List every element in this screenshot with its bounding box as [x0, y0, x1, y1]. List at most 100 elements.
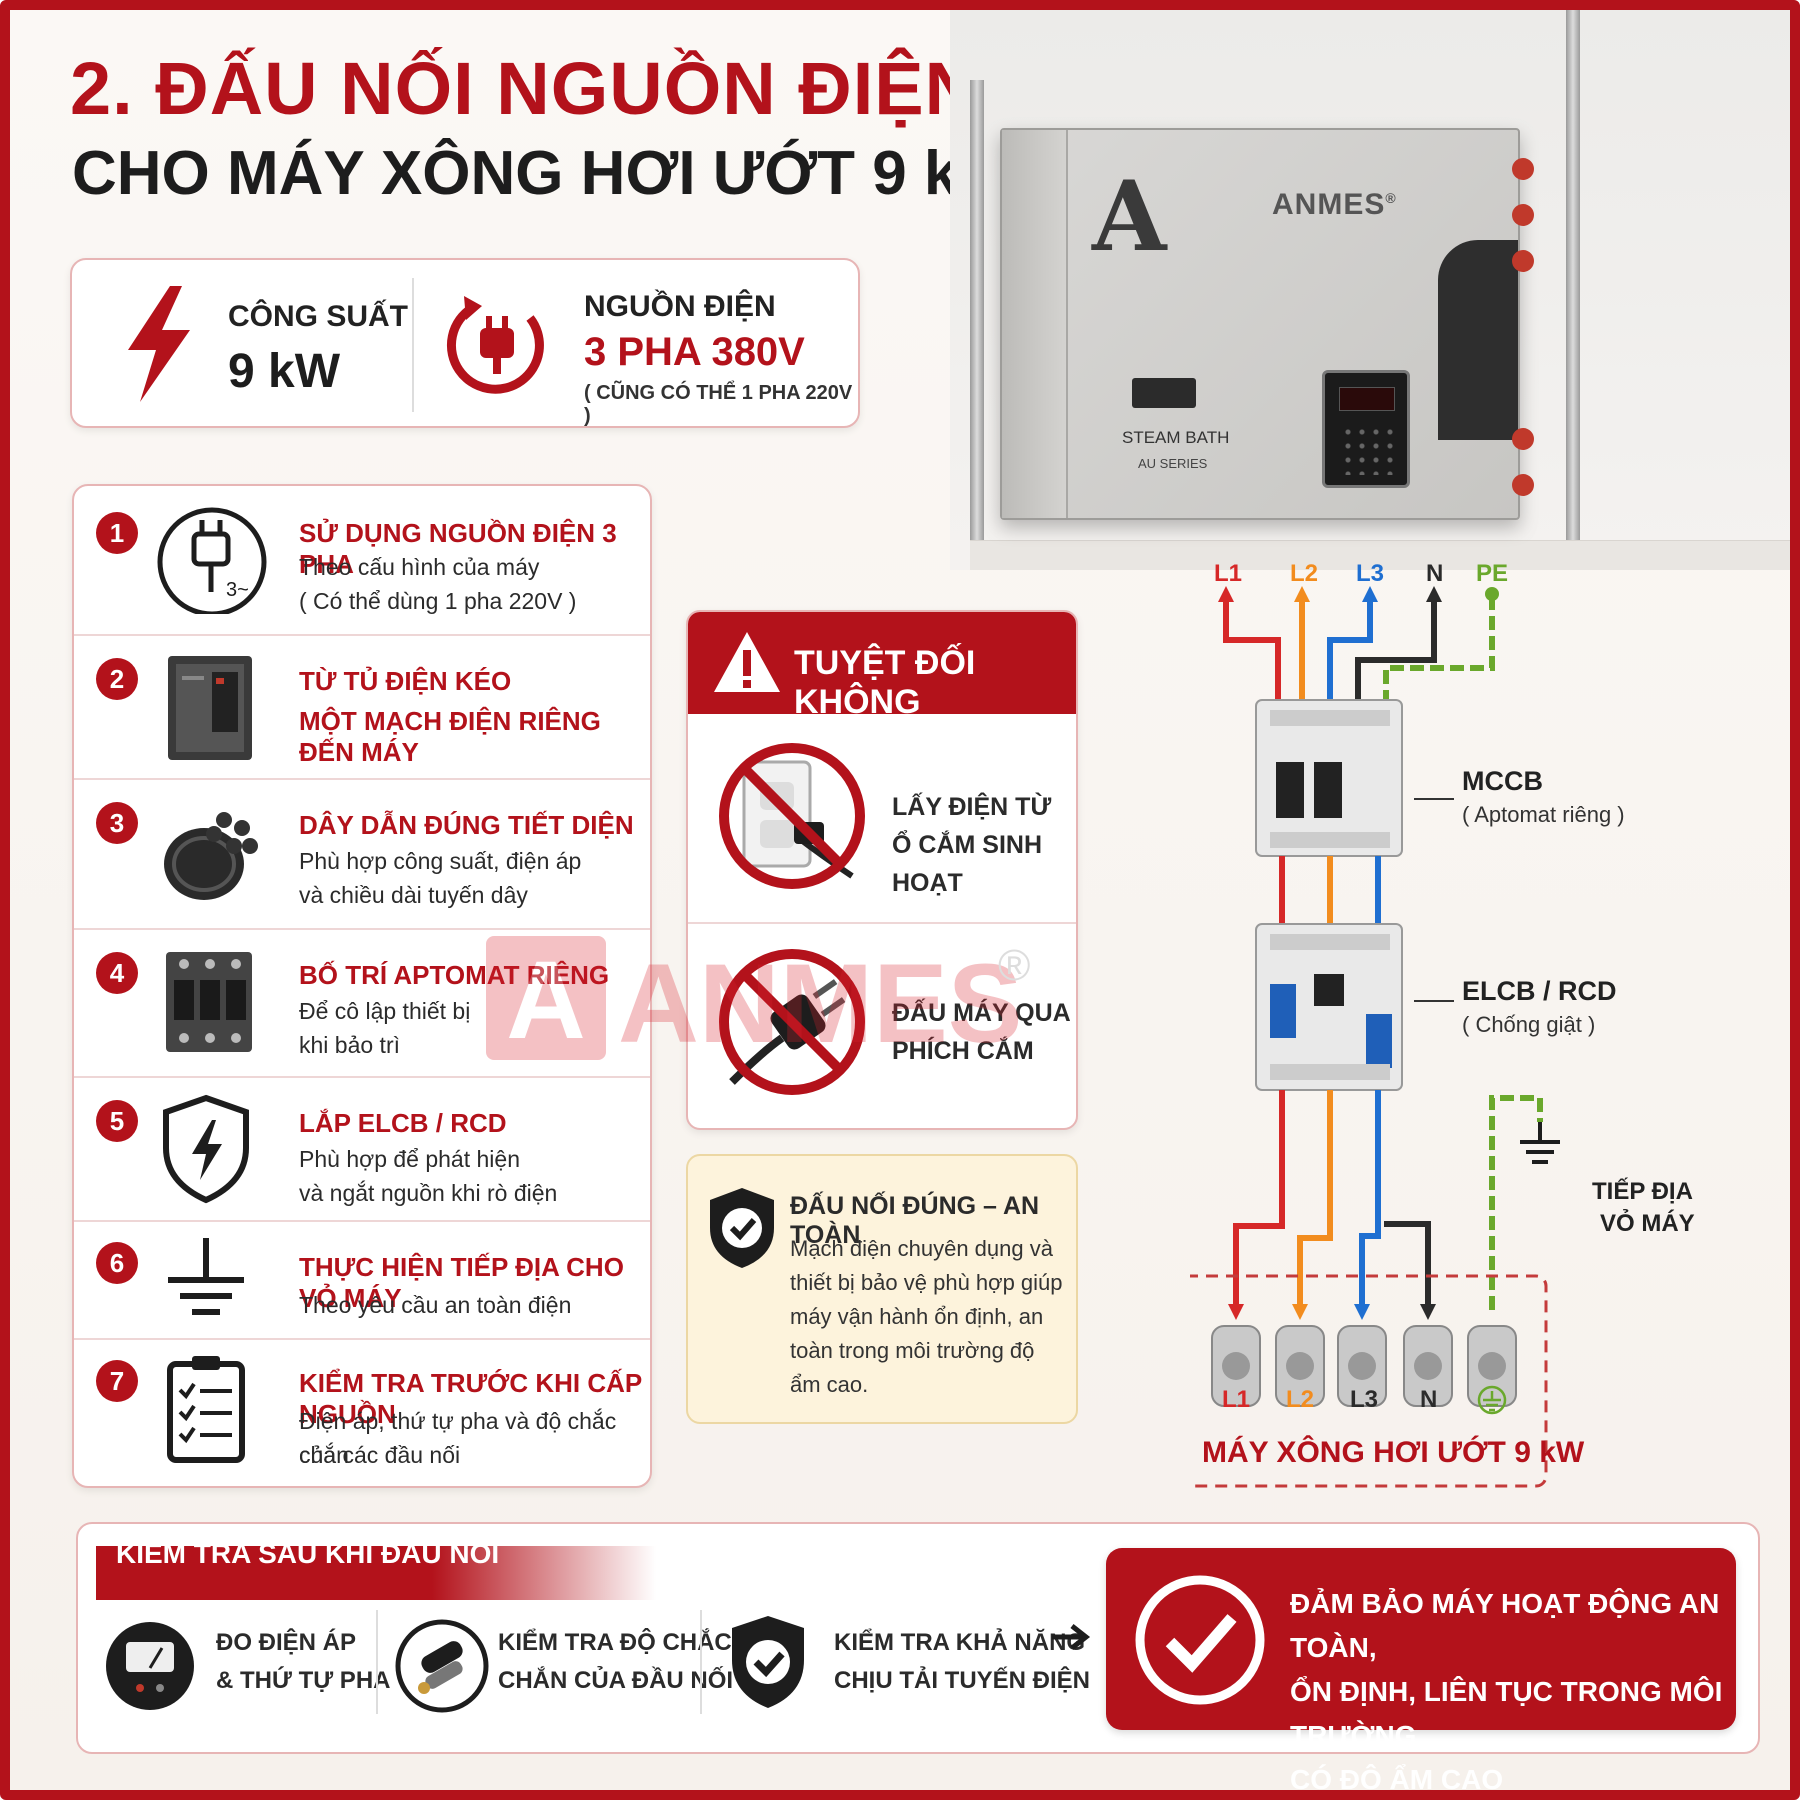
input-label-l2: L2 [1290, 560, 1319, 587]
power-plug-icon [446, 296, 544, 394]
watermark-letter: A [506, 939, 585, 1062]
check-1-line1: ĐO ĐIỆN ÁP [216, 1629, 357, 1656]
step-number: 5 [96, 1100, 138, 1142]
input-label-l3: L3 [1356, 560, 1385, 587]
ground-label-line1: TIẾP ĐỊA [1592, 1178, 1693, 1205]
page-subtitle: CHO MÁY XÔNG HƠI ƯỚT 9 kW [72, 139, 1017, 208]
warning-triangle-icon [714, 632, 780, 692]
control-buttons[interactable] [1341, 425, 1393, 475]
step-title: THỰC HIỆN TIẾP ĐỊA CHO VỎ MÁY [299, 1252, 624, 1313]
terminal-label-l2: L2 [1286, 1386, 1315, 1413]
final-assurance-box: ĐẢM BẢO MÁY HOẠT ĐỘNG AN TOÀN, ỔN ĐỊNH, … [1106, 1548, 1736, 1790]
page-title: 2. ĐẤU NỐI NGUỒN ĐIỆN [70, 47, 980, 130]
pipe-left [970, 80, 984, 540]
shield-bolt-icon [163, 1094, 249, 1204]
terminal-label-l3: L3 [1350, 1386, 1379, 1413]
anmes-watermark: A ANMES ® [486, 936, 1030, 1066]
ground-icon [168, 1238, 244, 1315]
steps-panel: 1 3~ SỬ DỤNG NGUỒN ĐIỆN 3 PHA Theo cấu h… [72, 484, 652, 1488]
step-4: 4 BỐ TRÍ APTOMAT RIÊNG Để cô lập thiết b… [74, 930, 650, 1078]
shield-check-icon [710, 1188, 774, 1268]
step-desc-2: và ngắt nguồn khi rò điện [299, 1180, 558, 1206]
wire-l3-in [1327, 596, 1373, 700]
cable-connector-icon [395, 1619, 489, 1713]
step-icon-text: 3~ [226, 579, 249, 601]
check-divider [700, 1610, 702, 1714]
mccb-title: MCCB [1462, 766, 1543, 796]
source-label: NGUỒN ĐIỆN [584, 290, 776, 323]
final-line-3: CÓ ĐỘ ẨM CAO [1290, 1764, 1504, 1795]
checklist-icon [167, 1356, 245, 1463]
machine-logo: A [1092, 160, 1167, 273]
control-panel[interactable] [1322, 370, 1410, 488]
meter-icon [106, 1622, 194, 1710]
steam-generator-illustration: A ANMES® STEAM BATH AU SERIES [950, 10, 1790, 570]
spec-box: CÔNG SUẤT 9 kW NGUỒN ĐIỆN 3 PHA 380V ( C… [70, 258, 860, 428]
check-2-line1: KIỂM TRA ĐỘ CHẮC [498, 1629, 732, 1656]
source-value: 3 PHA 380V [584, 330, 805, 374]
lightning-icon [128, 286, 190, 402]
terminal-label-l1: L1 [1222, 1386, 1251, 1413]
step-number: 2 [96, 658, 138, 700]
no-socket-icon [719, 743, 865, 889]
step-desc-1: Điện áp, thứ tự pha và độ chắc chắn [299, 1408, 617, 1468]
step-number: 6 [96, 1242, 138, 1284]
breaker-icon [166, 952, 252, 1052]
warning-title: TUYỆT ĐỐI KHÔNG [794, 644, 976, 721]
bottom-header: KIỂM TRA SAU KHI ĐẤU NỐI [116, 1538, 500, 1569]
step-title: TỪ TỦ ĐIỆN KÉO [299, 666, 512, 696]
machine-model-line1: STEAM BATH [1122, 428, 1230, 447]
step-title-line2: MỘT MẠCH ĐIỆN RIÊNG ĐẾN MÁY [299, 706, 601, 767]
terminal-label-n: N [1420, 1386, 1438, 1413]
step-desc-1: Phù hợp công suất, điện áp [299, 848, 582, 874]
step-title: LẮP ELCB / RCD [299, 1108, 507, 1138]
wire-n-in [1355, 596, 1437, 700]
electrical-cabinet-icon [168, 656, 252, 760]
source-note: ( CŨNG CÓ THỂ 1 PHA 220V ) [584, 382, 853, 427]
step-5: 5 LẮP ELCB / RCD Phù hợp để phát hiện và… [74, 1078, 650, 1222]
cable-icon [164, 812, 258, 900]
step-desc-2: ( Có thể dùng 1 pha 220V ) [299, 588, 577, 614]
earth-terminal-icon [1477, 1385, 1507, 1415]
machine-body: A ANMES® STEAM BATH AU SERIES [1000, 128, 1520, 520]
warning-item-1-line1: LẤY ĐIỆN TỪ [892, 793, 1052, 821]
input-label-l1: L1 [1214, 560, 1243, 587]
warning-divider [688, 922, 1076, 924]
step-title: DÂY DẪN ĐÚNG TIẾT DIỆN [299, 810, 634, 840]
step-1: 1 3~ SỬ DỤNG NGUỒN ĐIỆN 3 PHA Theo cấu h… [74, 486, 650, 636]
bottom-header-bar [96, 1546, 656, 1600]
mccb-pointer [1414, 798, 1454, 800]
machine-brand: ANMES® [1272, 188, 1397, 221]
control-display [1339, 387, 1395, 411]
pipe-right [1566, 10, 1580, 540]
check-1-line2: & THỨ TỰ PHA [216, 1667, 391, 1694]
step-title: KIỂM TRA TRƯỚC KHI CẤP NGUỒN [299, 1368, 642, 1429]
pipe-outlets [1512, 158, 1534, 180]
step-number: 7 [96, 1360, 138, 1402]
terminal-lugs [1211, 1325, 1517, 1407]
wiring-diagram [1190, 586, 1560, 1488]
spec-divider [412, 278, 414, 412]
elcb-pointer [1414, 1000, 1454, 1002]
safe-note-text: Mạch điện chuyên dụng và thiết bị bảo vệ… [790, 1236, 1063, 1397]
step-desc-2: khi bảo trì [299, 1032, 400, 1058]
check-3-line2: CHỊU TẢI TUYẾN ĐIỆN [834, 1667, 1091, 1694]
input-label-pe: PE [1476, 560, 1509, 587]
step-desc-1: Theo cấu hình của máy [299, 554, 540, 580]
final-line-1: ĐẢM BẢO MÁY HOẠT ĐỘNG AN TOÀN, [1290, 1588, 1720, 1663]
check-2-line2: CHẮN CỦA ĐẦU NỐI [498, 1667, 734, 1694]
warning-item-2-line1: ĐẤU MÁY QUA [892, 999, 1071, 1027]
step-title: BỐ TRÍ APTOMAT RIÊNG [299, 960, 610, 990]
watermark-text: ANMES [618, 941, 1022, 1066]
final-assurance-text: ĐẢM BẢO MÁY HOẠT ĐỘNG AN TOÀN, ỔN ĐỊNH, … [1290, 1582, 1736, 1795]
terminal-block-frame [1190, 1274, 1548, 1488]
shelf [970, 540, 1790, 570]
machine-dark-corner [1438, 240, 1518, 440]
three-phase-plug-icon: 3~ [157, 507, 267, 614]
arrow-right-icon [1052, 1624, 1091, 1650]
power-value: 9 kW [228, 345, 341, 398]
step-title: SỬ DỤNG NGUỒN ĐIỆN 3 PHA [299, 518, 617, 579]
safe-note-title: ĐẤU NỐI ĐÚNG – AN TOÀN [790, 1192, 1040, 1249]
warning-item-1-line2: Ổ CẮM SINH HOẠT [892, 831, 1042, 897]
